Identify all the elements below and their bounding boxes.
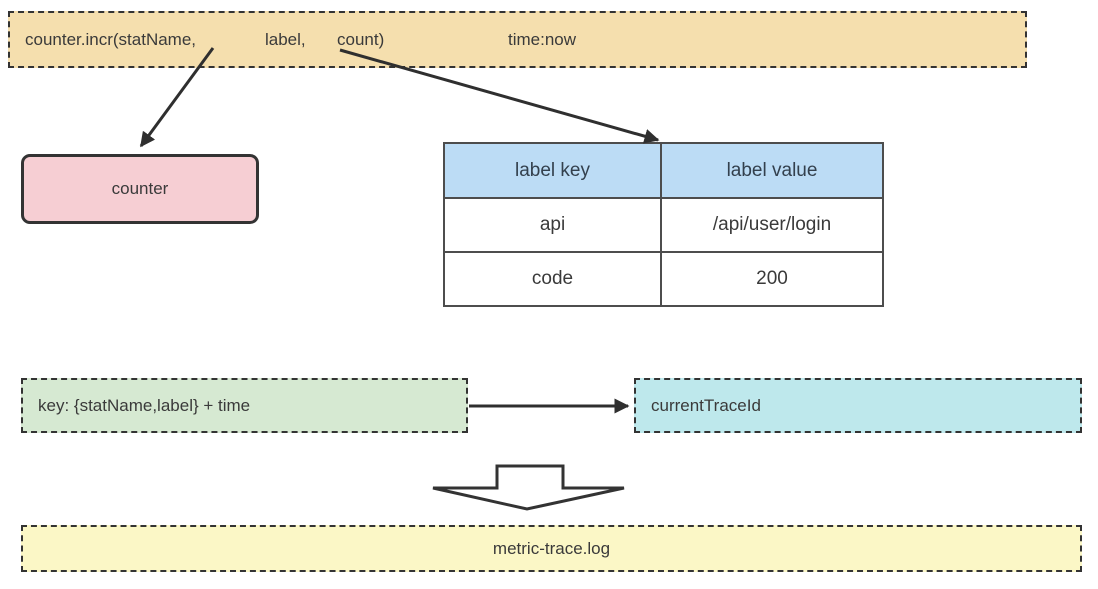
label-arg-text: label, <box>265 29 306 49</box>
metric-trace-log-box: metric-trace.log <box>21 525 1082 572</box>
table-cell: code <box>443 251 662 307</box>
counter-incr-call-box: counter.incr(statName, label, count) tim… <box>8 11 1027 68</box>
table-row: code 200 <box>443 251 884 307</box>
table-header-cell: label key <box>443 142 662 199</box>
metric-trace-log-label: metric-trace.log <box>492 538 611 558</box>
counter-node-label: counter <box>111 179 169 198</box>
block-arrow-down-icon <box>432 464 625 511</box>
count-arg-text: count) <box>337 29 385 49</box>
counter-node-box: counter <box>21 154 259 224</box>
current-trace-id-box: currentTraceId <box>634 378 1082 433</box>
table-cell: 200 <box>660 251 884 307</box>
label-table-header-row: label key label value <box>443 142 884 199</box>
table-row: api /api/user/login <box>443 197 884 253</box>
table-header-cell: label value <box>660 142 884 199</box>
time-now-text: time:now <box>508 29 577 49</box>
label-table: label key label value api /api/user/logi… <box>443 142 884 307</box>
key-composition-box: key: {statName,label} + time <box>21 378 468 433</box>
current-trace-id-label: currentTraceId <box>651 395 761 415</box>
table-cell: /api/user/login <box>660 197 884 253</box>
call-signature-text: counter.incr(statName, <box>25 29 197 49</box>
key-composition-label: key: {statName,label} + time <box>38 395 251 415</box>
table-cell: api <box>443 197 662 253</box>
